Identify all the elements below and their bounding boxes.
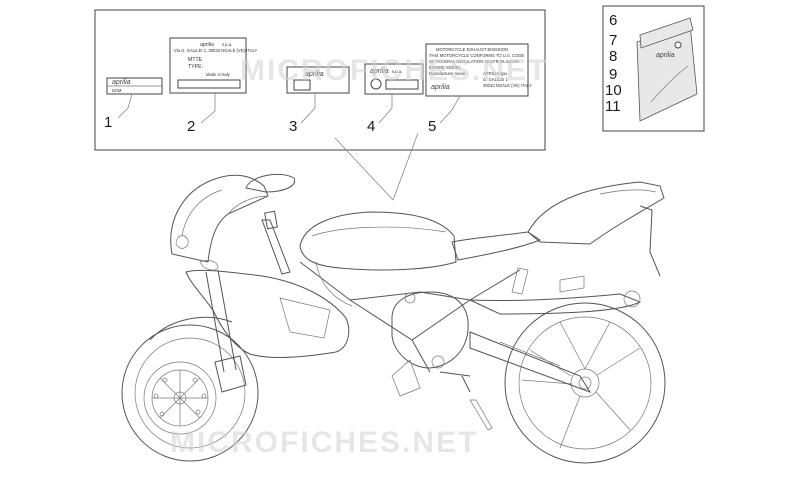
exhaust	[469, 293, 642, 315]
sidestand	[469, 399, 493, 431]
callout-7: 7	[609, 32, 617, 49]
decal-5-brand: aprilia	[431, 84, 450, 91]
engine	[391, 291, 469, 369]
decal-3-brand: aprilia	[305, 71, 324, 78]
decal-5-line5-label: Manufacturer name	[429, 71, 466, 76]
decal-2-company: s.p.a.	[222, 42, 232, 47]
handlebar	[261, 219, 291, 275]
decal-1-model: DSM	[112, 88, 122, 93]
fuel-tank	[299, 211, 457, 271]
decal-5-line1: MOTORCYCLE EXHAUST EMISSION	[436, 47, 508, 52]
rear-hugger	[639, 205, 661, 277]
mirror	[245, 173, 296, 193]
frame	[299, 261, 521, 373]
seat	[451, 231, 542, 261]
decal-1: aprilia DSM	[106, 77, 163, 95]
decal-5-line6: G. GALILEI 1	[483, 77, 509, 82]
decal-4: aprilia s.p.a.	[364, 63, 424, 95]
callout-5: 5	[428, 118, 436, 135]
callout-1: 1	[104, 114, 112, 131]
watermark-top: MICROFICHES.NET	[240, 54, 548, 87]
rear-shock	[511, 267, 529, 295]
callout-11: 11	[605, 98, 621, 115]
front-mudguard	[149, 316, 233, 341]
tail-section	[527, 181, 665, 245]
decal-5-line5-value: APRILIA spa	[483, 71, 507, 76]
decal-3: aprilia	[286, 66, 350, 94]
rear-footpeg	[559, 275, 585, 293]
decal-2-mtte: MTTE	[188, 57, 203, 63]
callout-10: 10	[605, 82, 622, 99]
callout-2: 2	[187, 118, 195, 135]
decal-5-line3: OF FEDERAL REGULATION 40 CFR 86.410-80	[429, 59, 519, 64]
callout-3: 3	[289, 118, 297, 135]
decal-4-brand: aprilia	[370, 68, 389, 75]
decal-2: aprilia s.p.a. Via G. GALILEI 1, 30033 N…	[169, 37, 258, 94]
callout-8: 8	[609, 48, 617, 65]
decal-5-line4: ENGINE MODEL	[429, 65, 462, 70]
decal-5-line7: 30033 NOALE (VE) ITALY	[483, 83, 532, 88]
rear-wheel	[504, 302, 666, 464]
swingarm	[469, 331, 592, 393]
leader-lines-top	[117, 93, 461, 124]
decal-5-line2: THIS MOTORCYCLE CONFORMS TO U.S. CODE	[429, 53, 524, 58]
decal-2-brand: aprilia	[200, 42, 214, 48]
decal-kit-bag: aprilia	[636, 17, 698, 122]
decal-2-made-in: Made in Italy	[206, 72, 231, 77]
side-fairing	[185, 269, 350, 359]
kit-brand: aprilia	[656, 52, 675, 59]
callout-9: 9	[609, 66, 617, 83]
front-wheel	[121, 324, 259, 462]
decal-2-type: TYPE:	[188, 64, 203, 70]
panel-pointer	[334, 132, 419, 201]
front-brake-caliper	[214, 355, 247, 393]
decal-1-brand: aprilia	[112, 79, 131, 86]
watermark-bottom: MICROFICHES.NET	[170, 426, 478, 459]
decal-5: MOTORCYCLE EXHAUST EMISSION THIS MOTORCY…	[425, 43, 532, 97]
motorcycle-drawing	[121, 173, 666, 464]
callout-6: 6	[609, 12, 617, 29]
footrest	[439, 371, 471, 393]
callout-4: 4	[367, 118, 375, 135]
decal-4-company: s.p.a.	[392, 69, 402, 74]
decal-2-address: Via G. GALILEI 1, 30033 NOALE (VE)-ITALY	[174, 48, 258, 53]
front-fairing-upper	[170, 174, 269, 263]
